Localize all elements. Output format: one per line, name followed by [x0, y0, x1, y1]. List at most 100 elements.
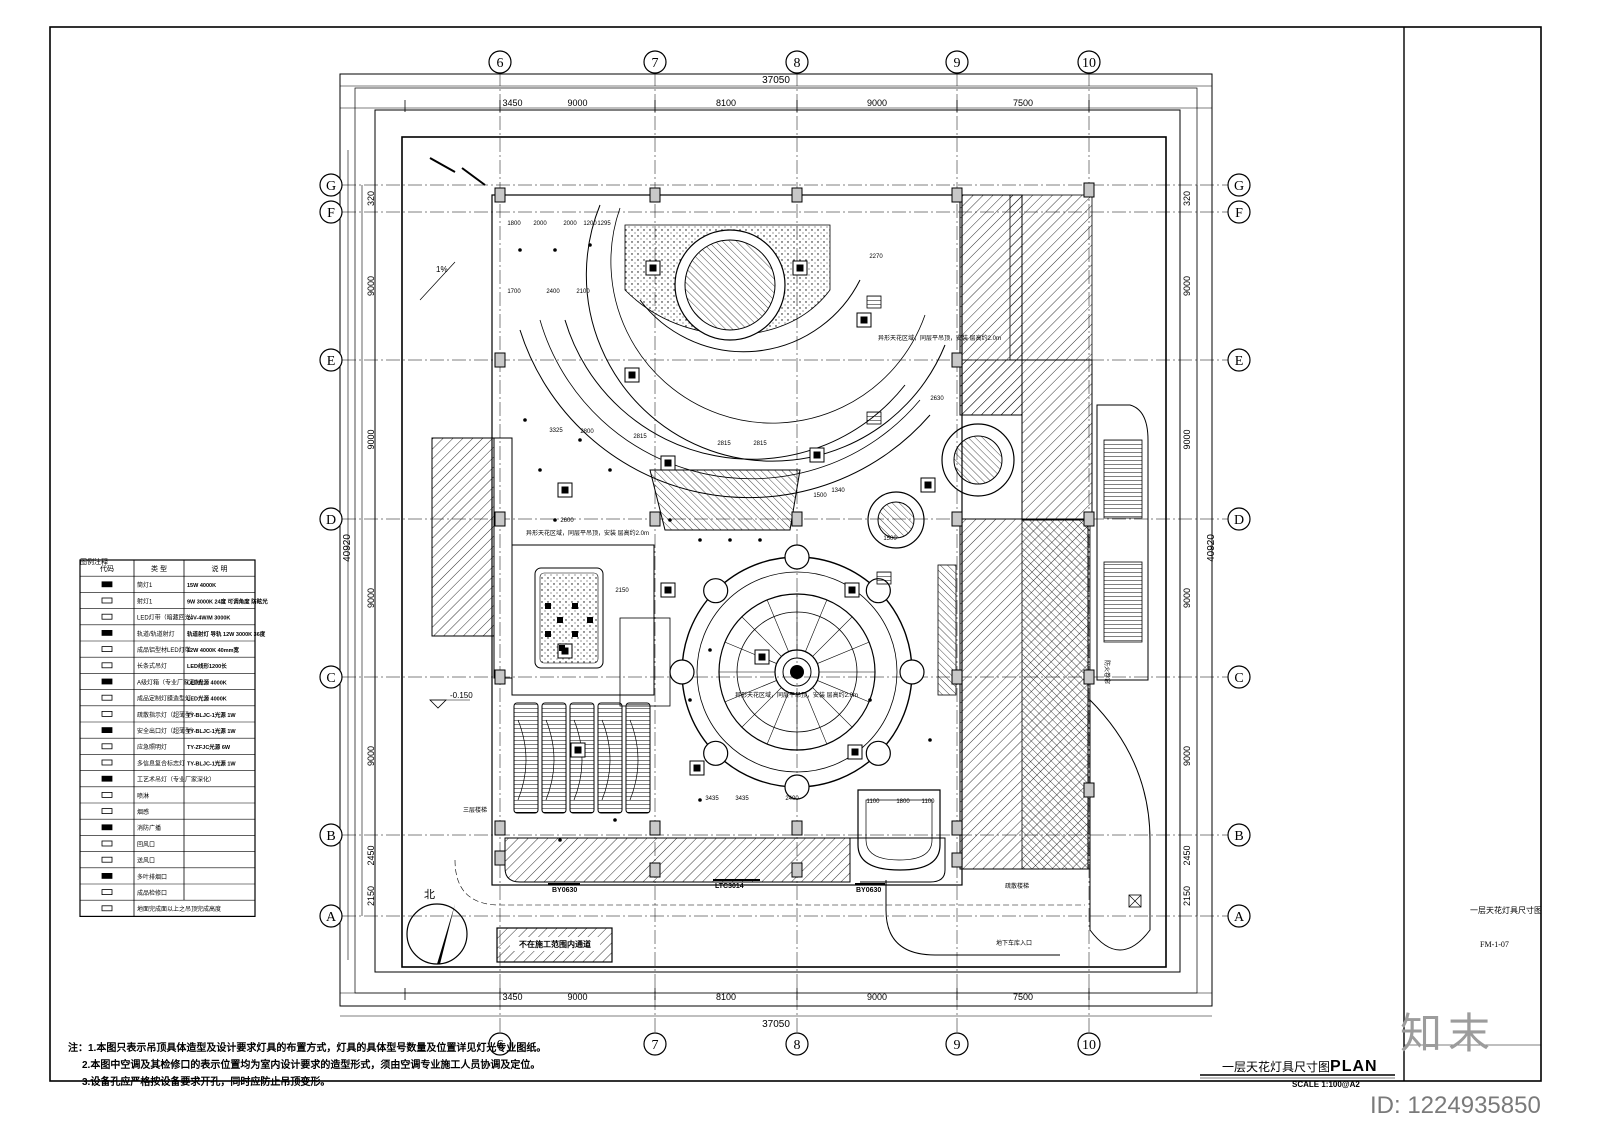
- svg-text:F: F: [1235, 206, 1243, 221]
- side-title: 一层天花灯具尺寸图: [1470, 906, 1542, 915]
- fixture-core: [813, 451, 821, 459]
- light-box-panel: [534, 567, 604, 669]
- ceiling-spoke: [817, 641, 870, 664]
- total-width-top: 37050: [762, 75, 790, 86]
- downlight-icon: [608, 468, 612, 472]
- fixture-core: [851, 748, 859, 756]
- fixture-core: [664, 586, 672, 594]
- col-dim-top-4: 7500: [1013, 98, 1033, 108]
- inner-dim: 1200: [583, 221, 597, 227]
- col-dim-top-0: 3450: [502, 98, 522, 108]
- plan-title-cn: 一层天花灯具尺寸图: [1222, 1060, 1331, 1074]
- svg-text:B: B: [326, 829, 335, 844]
- downlight-icon: [708, 648, 712, 652]
- col-dim-bottom-2: 8100: [716, 992, 736, 1002]
- structural-column: [494, 352, 506, 368]
- structural-column: [649, 862, 661, 878]
- grid-col-bottom-10: 10: [1077, 1032, 1101, 1056]
- label-stair: 三层楼梯: [463, 806, 487, 814]
- downlight-icon: [518, 248, 522, 252]
- structural-column: [951, 352, 963, 368]
- svg-text:B: B: [1234, 829, 1243, 844]
- downlight-icon: [698, 538, 702, 542]
- grid-row-left-G: G: [319, 173, 343, 197]
- round-ceiling-east: [941, 423, 1015, 497]
- svg-text:9: 9: [954, 56, 961, 71]
- downlight-icon: [578, 438, 582, 442]
- structural-column: [951, 820, 963, 836]
- row-dim-left-5: 2450: [366, 845, 376, 865]
- legend-type: 喷淋: [137, 792, 149, 800]
- svg-text:10: 10: [1082, 56, 1096, 71]
- legend-desc: LED光源 4000K: [187, 678, 227, 686]
- downlight-icon: [688, 698, 692, 702]
- legend-type: 疏散指示灯（超薄型）: [137, 711, 197, 719]
- legend-desc: TY-BLJC-1光源 1W: [187, 759, 236, 767]
- legend-type: 安全出口灯（超薄型）: [137, 727, 197, 735]
- legend-symbol-icon: [101, 889, 113, 895]
- svg-text:D: D: [326, 513, 336, 528]
- row-dim-right-0: 320: [1182, 191, 1192, 206]
- note-2: 2.本图中空调及其检修口的表示位置均为室内设计要求的造型形式，须由空调专业施工人…: [68, 1057, 546, 1074]
- svg-text:E: E: [1235, 354, 1244, 369]
- svg-text:A: A: [1234, 910, 1245, 925]
- legend-type: 烟感: [137, 808, 149, 816]
- row-dim-left-3: 9000: [366, 588, 376, 608]
- structural-column: [649, 820, 661, 836]
- downlight-icon: [523, 418, 527, 422]
- row-dim-right-1: 9000: [1182, 276, 1192, 296]
- col-dim-top-2: 8100: [716, 98, 736, 108]
- ceiling-spoke: [805, 599, 828, 652]
- row-dim-right-5: 2450: [1182, 845, 1192, 865]
- legend-type: A级灯箱（专业厂家定制）: [137, 678, 207, 686]
- inner-dim: 1500: [883, 536, 897, 542]
- door-code-1: BY0630: [552, 887, 577, 894]
- legend-symbol-icon: [101, 662, 113, 669]
- upper-semicircle-ceiling: [519, 204, 946, 531]
- legend-symbol-icon: [101, 905, 113, 912]
- grid-col-top-8: 8: [785, 50, 809, 74]
- legend-type: 应急照明灯: [137, 743, 167, 751]
- structural-column: [494, 187, 506, 203]
- legend-symbol-icon: [101, 711, 113, 717]
- watermark-logo: 知末: [1400, 1010, 1497, 1057]
- structural-column: [1083, 782, 1095, 798]
- fixture-core: [574, 746, 582, 754]
- hatched-zone-west: [431, 437, 495, 637]
- downlight-icon: [868, 698, 872, 702]
- grid-row-left-A: A: [319, 904, 343, 928]
- row-dim-left-6: 2150: [366, 886, 376, 906]
- legend-desc: 15W 4000K: [187, 583, 216, 589]
- legend-symbol-icon: [101, 678, 113, 685]
- svg-text:8: 8: [794, 56, 801, 71]
- row-dim-right-3: 9000: [1182, 588, 1192, 608]
- door-code-2: LTC3014: [715, 883, 744, 890]
- grid-col-bottom-9: 9: [945, 1032, 969, 1056]
- grid-row-right-G: G: [1227, 173, 1251, 197]
- svg-text:G: G: [326, 179, 336, 194]
- leader-note-1: 异形天花区域，同层平吊顶，安装 层高约2.0m: [526, 529, 649, 537]
- ceiling-spoke: [812, 616, 853, 657]
- general-notes: 注：1.本图只表示吊顶具体造型及设计要求灯具的布置方式，灯具的具体型号数量及位置…: [68, 1040, 546, 1091]
- grid-row-left-E: E: [319, 348, 343, 372]
- legend-symbol-icon: [101, 727, 113, 733]
- col-dim-bottom-1: 9000: [567, 992, 587, 1002]
- structural-column: [791, 187, 803, 203]
- building-outline: [401, 136, 1167, 968]
- downlight-icon: [588, 243, 592, 247]
- inner-dim: 2800: [580, 429, 594, 435]
- ramp-tag: 防火卷帘: [1103, 660, 1111, 684]
- structural-column: [791, 511, 803, 527]
- col-dim-top-3: 9000: [867, 98, 887, 108]
- slope-mark: 1%: [436, 265, 448, 274]
- legend-type: 成品检修口: [137, 889, 167, 897]
- grid-row-right-F: F: [1227, 200, 1251, 224]
- legend-header: 类 型: [151, 564, 167, 573]
- fixture-core: [796, 264, 804, 272]
- legend-type: 多叶排烟口: [137, 873, 167, 881]
- grid-col-top-7: 7: [643, 50, 667, 74]
